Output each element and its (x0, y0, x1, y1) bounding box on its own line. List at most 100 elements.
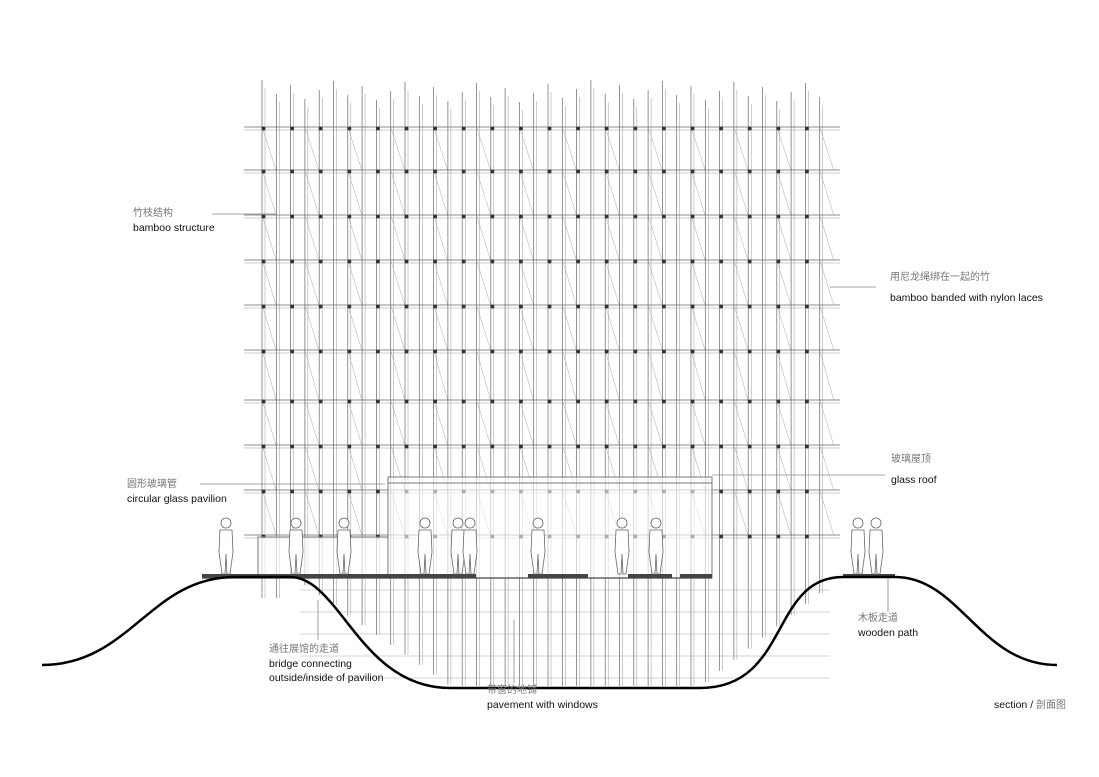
bamboo-brace (776, 399, 792, 446)
nylon-lace-knot (375, 399, 380, 404)
nylon-lace-knot (490, 399, 495, 404)
person-head (650, 517, 662, 529)
nylon-lace-knot (318, 349, 323, 354)
bamboo-brace (433, 399, 448, 446)
nylon-lace-knot (747, 349, 752, 354)
bamboo-brace (690, 349, 706, 401)
nylon-lace-knot (290, 169, 295, 174)
nylon-lace-knot (690, 259, 695, 264)
nylon-lace-knot (375, 169, 380, 174)
bamboo-brace (819, 349, 834, 401)
bamboo-brace (776, 489, 792, 536)
nylon-lace-knot (661, 349, 666, 354)
bamboo-brace (261, 489, 277, 536)
nylon-lace-knot (404, 349, 409, 354)
nylon-lace-knot (404, 399, 409, 404)
nylon-lace-knot (433, 444, 438, 449)
nylon-lace-knot (776, 399, 781, 404)
bamboo-brace (604, 169, 620, 216)
bamboo-brace (519, 169, 534, 216)
bamboo-brace (390, 214, 405, 261)
nylon-lace-knot (318, 126, 323, 131)
person-head (338, 517, 350, 529)
nylon-lace-knot (518, 304, 523, 309)
pavement-segment (680, 574, 712, 578)
nylon-lace-knot (776, 126, 781, 131)
bamboo-brace (647, 399, 663, 446)
bamboo-brace (604, 214, 620, 261)
nylon-lace-knot (375, 126, 380, 131)
nylon-lace-knot (776, 349, 781, 354)
bamboo-brace (390, 259, 405, 306)
pavement-segment (628, 574, 672, 578)
bamboo-brace (690, 214, 706, 261)
label-en: bamboo structure (133, 222, 215, 234)
bamboo-brace (647, 214, 663, 261)
nylon-lace-knot (776, 259, 781, 264)
bamboo-brace (819, 444, 834, 491)
nylon-lace-knot (690, 444, 695, 449)
nylon-lace-knot (261, 259, 266, 264)
nylon-lace-knot (461, 214, 466, 219)
nylon-lace-knot (261, 489, 266, 494)
nylon-lace-knot (490, 349, 495, 354)
bamboo-brace (819, 126, 834, 171)
label-zh: 用尼龙绳绑在一起的竹 (890, 272, 990, 283)
bamboo-brace (519, 259, 534, 306)
bamboo-brace (562, 126, 577, 171)
nylon-lace-knot (661, 304, 666, 309)
bamboo-brace (304, 126, 320, 171)
nylon-lace-knot (661, 399, 666, 404)
person-body (218, 529, 234, 575)
nylon-lace-knot (261, 126, 266, 131)
bamboo-brace (390, 169, 405, 216)
bamboo-brace (519, 399, 534, 446)
nylon-lace-knot (604, 169, 609, 174)
nylon-lace-knot (719, 304, 724, 309)
nylon-lace-knot (261, 169, 266, 174)
label-bamboo-banded: 用尼龙绳绑在一起的竹 bamboo banded with nylon lace… (890, 271, 1043, 305)
bamboo-brace (347, 126, 363, 171)
nylon-lace-knot (290, 126, 295, 131)
nylon-lace-knot (518, 444, 523, 449)
label-bamboo-structure: 竹枝结构 bamboo structure (133, 207, 215, 235)
nylon-lace-knot (804, 214, 809, 219)
bamboo-brace (519, 214, 534, 261)
bamboo-brace (604, 349, 620, 401)
nylon-lace-knot (747, 259, 752, 264)
glass-pavilion-frame (387, 476, 713, 579)
person-head (532, 517, 544, 529)
bamboo-brace (261, 304, 277, 351)
bamboo-brace (347, 169, 363, 216)
bamboo-brace (433, 259, 448, 306)
pavement-segment (446, 574, 476, 578)
nylon-lace-knot (518, 259, 523, 264)
bamboo-brace (476, 169, 491, 216)
person-body (648, 529, 664, 575)
label-en-2: outside/inside of pavilion (269, 672, 384, 684)
bamboo-brace (304, 214, 320, 261)
nylon-lace-knot (547, 349, 552, 354)
nylon-lace-knot (318, 214, 323, 219)
bamboo-brace (347, 489, 363, 536)
bamboo-brace (304, 489, 320, 536)
bamboo-brace (476, 304, 491, 351)
nylon-lace-knot (576, 169, 581, 174)
bamboo-brace (304, 304, 320, 351)
nylon-lace-knot (690, 349, 695, 354)
nylon-lace-knot (747, 126, 752, 131)
label-zh: 通往展馆的走道 (269, 644, 339, 655)
nylon-lace-knot (690, 169, 695, 174)
nylon-lace-knot (404, 444, 409, 449)
nylon-lace-knot (261, 214, 266, 219)
bamboo-brace (776, 214, 792, 261)
bamboo-brace (476, 126, 491, 171)
bamboo-brace (690, 399, 706, 446)
bamboo-brace (476, 259, 491, 306)
nylon-lace-knot (290, 399, 295, 404)
label-bridge: 通往展馆的走道 bridge connecting outside/inside… (269, 643, 383, 685)
nylon-lace-knot (804, 126, 809, 131)
nylon-lace-knot (633, 349, 638, 354)
bamboo-brace (776, 444, 792, 491)
nylon-lace-knot (576, 259, 581, 264)
